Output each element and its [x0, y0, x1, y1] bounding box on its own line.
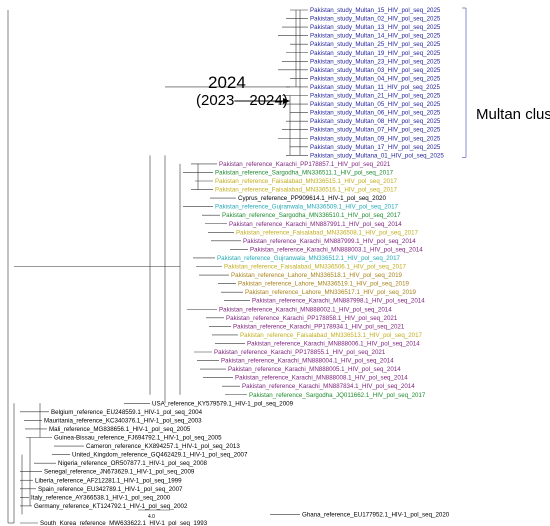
tip-label: Pakistan_reference_Karachi_MN887999.1_HI… [243, 238, 416, 245]
cluster-bracket-line [462, 7, 467, 158]
tip-label: Pakistan_reference_Karachi_MN888005.1_HI… [228, 366, 401, 373]
tip-label: Pakistan_reference_Faisalabad_MN336513.1… [240, 332, 423, 339]
year-annotation: 2024 [208, 73, 246, 92]
tip-label: Pakistan_reference_Karachi_MN888006.1_HI… [247, 340, 420, 347]
tip-label: Cyprus_reference_PP909614.1_HIV-1_pol_se… [238, 195, 386, 202]
tip-label: Pakistan_study_Multan_07_HIV_pol_seq_202… [310, 127, 441, 134]
tip-label: United_Kingdom_reference_GQ462429.1_HIV-… [72, 452, 248, 459]
tip-label: Pakistan_reference_Faisalabad_MN336508.1… [236, 229, 419, 236]
tip-label: Pakistan_study_Multana_01_HIV_pol_seq_20… [310, 152, 444, 159]
tip-label: Liberia_reference_AF212281.1_HIV-1_pol_s… [35, 477, 182, 484]
tip-label: Belgium_reference_EU248559.1_HIV-1_pol_s… [51, 409, 203, 416]
year-range-annotation: (2023—2024) [196, 92, 288, 109]
tip-label: Italy_reference_AY366538.1_HIV-1_pol_seq… [31, 494, 171, 501]
tip-label: Pakistan_study_Multan_17_HIV_pol_seq_202… [310, 144, 441, 151]
tip-label: Senegal_reference_JN673629.1_HIV-1_pol_s… [44, 469, 195, 476]
tree-tip-labels: Pakistan_study_Multan_15_HIV_pol_seq_202… [31, 7, 450, 526]
tree-branches [7, 9, 308, 524]
tip-label: Pakistan_reference_Karachi_MN887991.1_HI… [229, 221, 402, 228]
tip-label: Pakistan_reference_Sargodha_JQ011662.1_H… [249, 392, 426, 399]
multan-cluster-label: Multan cluster [476, 106, 550, 123]
tip-label: Pakistan_study_Multan_14_HIV_pol_seq_202… [310, 33, 441, 40]
tip-label: Pakistan_study_Multan_06_HIV_pol_seq_202… [310, 110, 441, 117]
tip-label: Pakistan_study_Multan_05_HIV_pol_seq_202… [310, 101, 441, 108]
tip-label: Pakistan_reference_Karachi_PP178857.1_HI… [219, 161, 391, 168]
tip-label: Pakistan_reference_Karachi_MN887998.1_HI… [252, 298, 425, 305]
tip-label: Pakistan_reference_Sargodha_MN336510.1_H… [222, 212, 401, 219]
tip-label: Pakistan_study_Multan_09_HIV_pol_seq_202… [310, 135, 441, 142]
tip-label: Pakistan_reference_Sargodha_MN336511.1_H… [215, 169, 394, 176]
tip-label: Spain_reference_EU342789.1_HIV-1_pol_seq… [38, 486, 183, 493]
tip-label: Pakistan_study_Multan_13_HIV_pol_seq_202… [310, 24, 441, 31]
tip-label: Pakistan_reference_Lahore_MN336519.1_HIV… [238, 281, 410, 288]
tip-label: Pakistan_reference_Gujranwala_MN336512.1… [217, 255, 401, 262]
tip-label: Nigeria_reference_OR507877.1_HIV-1_pol_s… [58, 460, 208, 467]
tip-label: Pakistan_reference_Karachi_MN888003.1_HI… [250, 246, 423, 253]
tip-label: Germany_reference_KT124792.1_HIV-1_pol_s… [34, 503, 188, 510]
tip-label: Pakistan_reference_Karachi_PP178934.1_HI… [233, 323, 405, 330]
tip-label: Pakistan_reference_Karachi_MN888002.1_HI… [219, 306, 392, 313]
tip-label: Pakistan_reference_Karachi_PP178858.1_HI… [226, 315, 398, 322]
tip-label: Pakistan_reference_Karachi_MN888008.1_HI… [235, 375, 408, 382]
tip-label: Pakistan_study_Multan_15_HIV_pol_seq_202… [310, 7, 441, 14]
scale-bar-label: 4.0 [148, 514, 155, 520]
cluster-bracket [462, 7, 467, 158]
tip-label: Pakistan_reference_Faisalabad_MN336516.1… [215, 187, 398, 194]
tip-label: Ghana_reference_EU177952.1_HIV-1_pol_seq… [302, 511, 450, 518]
tip-label: Pakistan_reference_Gujranwala_MN336509.1… [215, 204, 399, 211]
tip-label: Pakistan_study_Multan_19_HIV_pol_seq_202… [310, 50, 441, 57]
tip-label: Pakistan_reference_Lahore_MN336518.1_HIV… [231, 272, 403, 279]
tip-label: Pakistan_reference_Karachi_MN887834.1_HI… [242, 383, 415, 390]
tip-label: Pakistan_study_Multan_08_HIV_pol_seq_202… [310, 118, 441, 125]
tip-label: Mali_reference_MG838656.1_HIV-1_pol_seq_… [49, 426, 191, 433]
tip-label: Pakistan_study_Multan_04_HIV_pol_seq_202… [310, 75, 441, 82]
tip-label: Pakistan_reference_Karachi_PP178855.1_HI… [214, 349, 386, 356]
tip-label: Cameron_reference_KX894257.1_HIV-1_pol_s… [86, 443, 240, 450]
tip-label: Pakistan_study_Multan_25_HIV_pol_seq_202… [310, 41, 441, 48]
tip-label: Pakistan_study_Multan_21_HIV_pol_seq_202… [310, 93, 441, 100]
tip-label: Guinea-Bissau_reference_FJ694792.1_HIV-1… [54, 435, 222, 442]
tip-label: Pakistan_study_Multan_02_HIV_pol_seq_202… [310, 16, 441, 23]
tip-label: Pakistan_reference_Faisalabad_MN336515.1… [215, 178, 398, 185]
tip-label: Pakistan_reference_Lahore_MN336517.1_HIV… [245, 289, 417, 296]
tip-label: South_Korea_reference_MW633622.1_HIV-1_p… [40, 520, 208, 526]
tip-label: Pakistan_study_Multan_03_HIV_pol_seq_202… [310, 67, 441, 74]
tip-label: Pakistan_study_Multan_11_HIV_pol_seq_202… [310, 84, 440, 91]
cluster-arrow [248, 98, 290, 104]
tip-label: Pakistan_reference_Karachi_MN888004.1_HI… [221, 358, 394, 365]
tip-label: USA_reference_KY579579.1_HIV-1_pol_seq_2… [152, 400, 294, 407]
tip-label: Pakistan_study_Multan_23_HIV_pol_seq_202… [310, 58, 441, 65]
tip-label: Pakistan_reference_Faisalabad_MN336506.1… [224, 264, 407, 271]
tip-label: Mauritania_reference_KC340376.1_HIV-1_po… [44, 417, 202, 424]
